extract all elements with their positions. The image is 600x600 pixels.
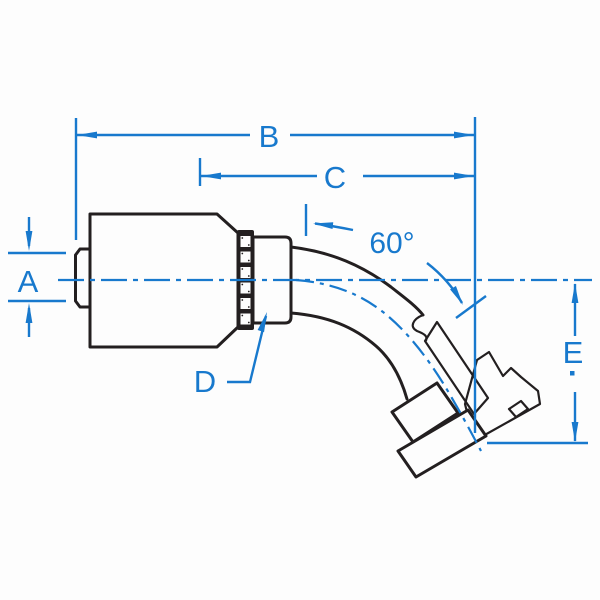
angle-ref-tick-axis bbox=[455, 295, 487, 319]
nut-notch bbox=[507, 399, 530, 419]
dim-label-b: B bbox=[259, 119, 280, 154]
centerlines bbox=[58, 278, 592, 452]
flange-nut-section bbox=[463, 350, 542, 443]
dimension-e: E bbox=[487, 283, 588, 445]
bent-tube bbox=[289, 245, 428, 401]
dim-label-c: C bbox=[324, 160, 346, 195]
dimension-c: C bbox=[198, 158, 474, 195]
tube-section-hatch bbox=[423, 320, 490, 416]
fitting-body bbox=[74, 212, 542, 479]
dim-e-dot bbox=[570, 371, 575, 376]
angle-label: 60° bbox=[369, 227, 414, 260]
tube-axis-centerline bbox=[295, 278, 482, 452]
dimension-d-leader: D bbox=[194, 310, 271, 399]
flange-plates bbox=[390, 381, 488, 479]
dim-label-d: D bbox=[194, 364, 216, 399]
nipple-collar bbox=[251, 235, 293, 325]
crimp-band-dots bbox=[241, 237, 250, 324]
tube-break-line bbox=[411, 313, 428, 343]
dimension-b: B bbox=[74, 117, 477, 433]
dimension-angle: 60° bbox=[304, 204, 487, 319]
dim-label-a: A bbox=[18, 264, 39, 299]
dim-label-e: E bbox=[563, 335, 584, 370]
crimp-band-windows bbox=[240, 236, 251, 325]
dimension-a: A bbox=[8, 217, 66, 337]
